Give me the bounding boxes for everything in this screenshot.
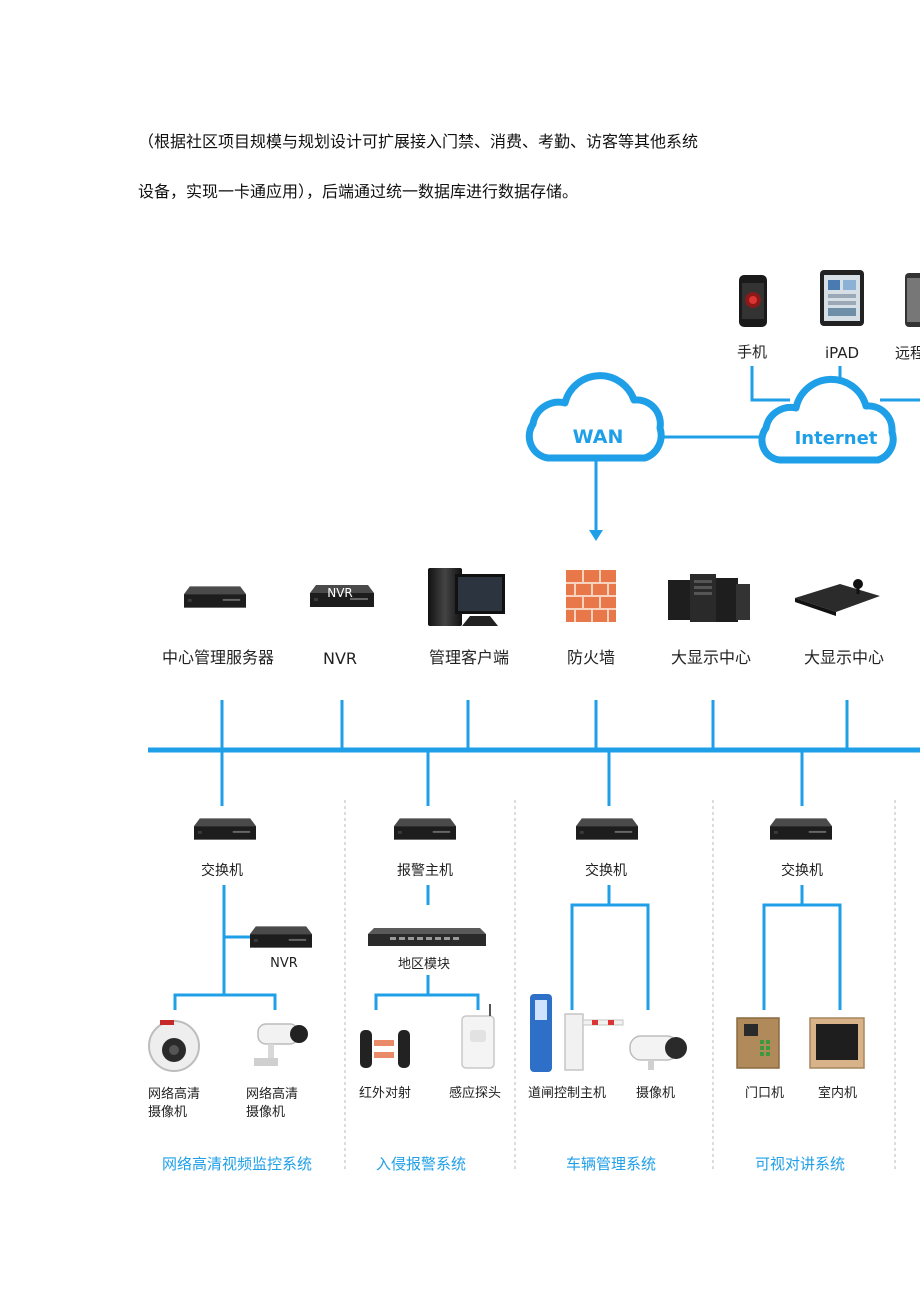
vehicle-camera-label: 摄像机 [636, 1086, 675, 1101]
vehicle-links [570, 885, 650, 1010]
alarm-host-label: 报警主机 [397, 863, 453, 879]
alarm-sensor-label: 感应探头 [449, 1085, 501, 1101]
paragraph-line-2: 设备，实现一卡通应用），后端通过统一数据库进行数据存储。 [138, 182, 579, 201]
indoor-monitor-icon [809, 1017, 865, 1069]
gate-controller-icon [530, 994, 624, 1072]
wan-arrow-icon [589, 530, 603, 541]
core-label-client: 管理客户端 [429, 648, 509, 667]
ipad-label: iPAD [825, 344, 859, 362]
firewall-icon [566, 570, 616, 622]
backbone-down-drops [220, 752, 804, 806]
video-cam1-line1: 网络高清 [148, 1086, 200, 1102]
alarm-links [374, 975, 480, 1010]
core-label-display-1: 大显示中心 [671, 648, 751, 667]
intercom-links [762, 885, 842, 1010]
subsystem-separators [344, 800, 896, 1172]
internet-label: Internet [795, 428, 878, 449]
remote-label: 远程 [895, 344, 920, 362]
vehicle-system-title: 车辆管理系统 [566, 1155, 656, 1173]
backbone-drops [220, 700, 849, 748]
alarm-host-icon [394, 818, 456, 840]
video-switch-icon [194, 818, 256, 840]
server-rack-icon [668, 574, 750, 622]
intercom-door-label: 门口机 [745, 1086, 784, 1101]
server-icon [184, 586, 246, 608]
phone-icon [739, 275, 767, 327]
wan-label: WAN [573, 426, 624, 448]
vehicle-gate-label: 道闸控制主机 [528, 1086, 606, 1101]
video-system-title: 网络高清视频监控系统 [162, 1155, 312, 1173]
zone-module-icon [368, 928, 486, 946]
ipad-icon [820, 270, 864, 326]
video-cam2-line1: 网络高清 [246, 1086, 298, 1102]
keyboard-controller-icon [795, 579, 880, 616]
video-cam1-line2: 摄像机 [148, 1105, 187, 1120]
infrared-beam-icon [360, 1030, 410, 1068]
intercom-switch-label: 交换机 [781, 862, 823, 879]
vehicle-switch-label: 交换机 [585, 862, 627, 879]
motion-sensor-icon [461, 1004, 495, 1069]
video-links [173, 885, 277, 1010]
phone-label: 手机 [737, 343, 767, 361]
alarm-system-title: 入侵报警系统 [376, 1155, 466, 1173]
alarm-infrared-label: 红外对射 [359, 1085, 411, 1101]
vehicle-switch-icon [576, 818, 638, 840]
intercom-system-title: 可视对讲系统 [755, 1155, 845, 1173]
intercom-indoor-label: 室内机 [818, 1085, 857, 1101]
core-label-firewall: 防火墙 [567, 648, 615, 667]
bullet-camera-icon [254, 1023, 308, 1066]
video-cam2-line2: 摄像机 [246, 1105, 285, 1120]
paragraph-line-1: （根据社区项目规模与规划设计可扩展接入门禁、消费、考勤、访客等其他系统 [138, 132, 699, 151]
core-label-display-2: 大显示中心 [804, 648, 884, 667]
dome-camera-icon [148, 1020, 200, 1072]
video-nvr-icon [250, 926, 312, 948]
vehicle-camera-icon [629, 1035, 687, 1070]
intercom-switch-icon [770, 818, 832, 840]
wan-cloud-icon [525, 372, 665, 462]
alarm-module-label: 地区模块 [398, 957, 450, 972]
svg-text:NVR: NVR [327, 586, 353, 600]
video-nvr-label: NVR [270, 956, 298, 971]
video-switch-label: 交换机 [201, 862, 243, 879]
desktop-pc-icon [428, 568, 505, 626]
door-station-icon [736, 1017, 780, 1069]
core-label-nvr: NVR [323, 649, 357, 668]
nvr-device-icon: NVR [310, 585, 374, 607]
core-label-server: 中心管理服务器 [162, 648, 274, 667]
remote-computer-icon [905, 273, 920, 327]
internet-cloud-icon [758, 375, 897, 464]
